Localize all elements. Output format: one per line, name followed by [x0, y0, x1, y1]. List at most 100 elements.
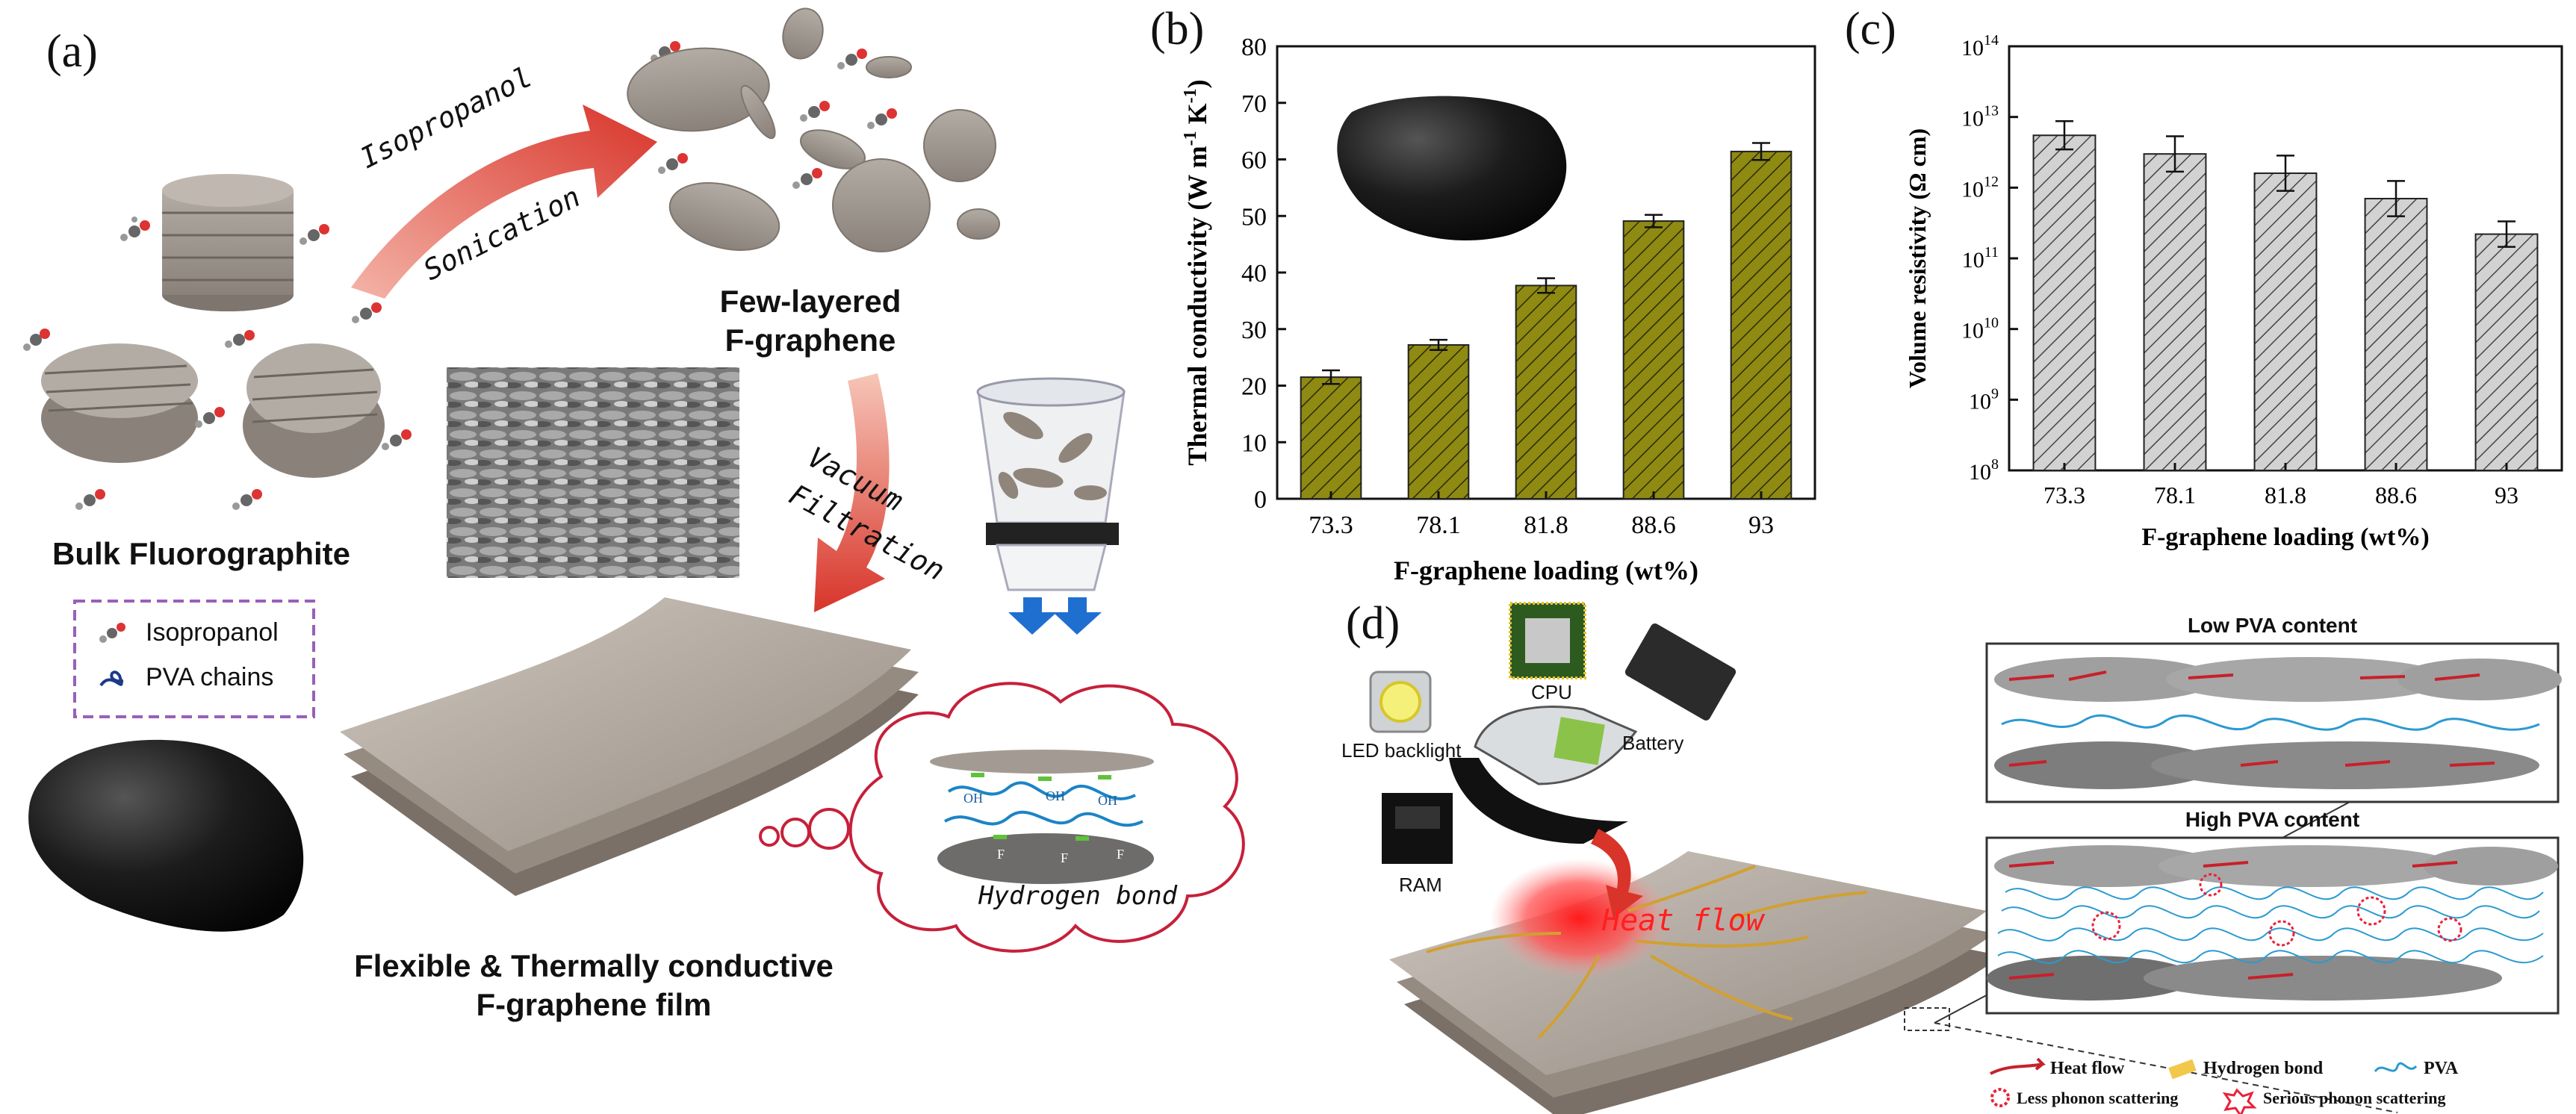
few-layered-label-2: F-graphene — [724, 323, 896, 358]
battery-label: Battery — [1622, 732, 1684, 754]
y-tick-label: 40 — [1241, 260, 1267, 287]
bulk-fluorographite-label: Bulk Fluorographite — [52, 536, 350, 571]
heat-flow-arrows — [1426, 865, 1868, 1039]
x-axis-label: F-graphene loading (wt%) — [1394, 556, 1698, 585]
bond-f-text: F — [997, 847, 1005, 862]
bar — [2364, 197, 2428, 471]
legend-pva: PVA — [2424, 1059, 2459, 1078]
legend-isopropanol: Isopropanol — [146, 618, 279, 647]
legend-less-scattering: Less phonon scattering — [2017, 1089, 2179, 1107]
bulk-fluorographite-stack-left — [41, 343, 198, 463]
y-tick-label: 70 — [1241, 90, 1267, 118]
panel-d-label: (d) — [1346, 598, 1400, 649]
x-tick-label: 81.8 — [1524, 511, 1568, 539]
y-tick-label: 1013 — [1961, 103, 1999, 131]
black-film-photo-b — [1337, 96, 1567, 241]
bulk-fluorographite-stack-right — [243, 343, 385, 478]
hydrogen-bond-label: Hydrogen bond — [978, 881, 1178, 911]
x-tick-label: 93 — [2495, 482, 2518, 508]
y-tick-label: 20 — [1241, 373, 1267, 401]
few-layered-label-1: Few-layered — [719, 284, 901, 319]
led-backlight-label: LED backlight — [1341, 739, 1462, 762]
panel-a-illustration: OH OH OH F F F — [23, 7, 1245, 953]
legend-box-a — [73, 600, 315, 718]
y-tick-label: 0 — [1254, 486, 1267, 514]
y-tick-label: 1011 — [1962, 244, 1999, 273]
y-tick-label: 50 — [1241, 203, 1267, 231]
battery-icon — [1624, 623, 1737, 721]
led-icon — [1369, 670, 1432, 733]
bond-oh-text: OH — [1046, 788, 1065, 803]
legend-hydrogen-bond: Hydrogen bond — [2203, 1059, 2324, 1078]
bar — [1730, 150, 1793, 500]
bond-oh-text: OH — [1098, 793, 1117, 808]
cpu-chip-icon — [1509, 602, 1586, 679]
y-tick-label: 30 — [1241, 317, 1267, 344]
bar — [1622, 220, 1685, 500]
low-pva-box — [1985, 642, 2562, 803]
heat-flow-label: Heat flow — [1602, 903, 1764, 938]
legend-serious-scattering: Serious phonon scattering — [2263, 1089, 2446, 1107]
y-axis-label: Thermal conductivity (W m-1 K-1) — [1181, 79, 1212, 465]
y-tick-label: 10 — [1241, 429, 1267, 457]
y-axis-label-part: K — [1182, 103, 1212, 131]
pva-legend-icon — [99, 670, 124, 687]
legend-heat-flow: Heat flow — [2050, 1059, 2125, 1078]
y-tick-label: 108 — [1969, 456, 1999, 485]
y-tick-label: 80 — [1241, 34, 1267, 61]
less-scattering-legend-icon — [1990, 1088, 2010, 1107]
f-graphene-film — [340, 597, 919, 896]
x-tick-label: 93 — [1748, 511, 1774, 539]
hydrogen-bond-legend-icon — [2168, 1059, 2197, 1080]
y-tick-label: 1012 — [1961, 173, 1999, 202]
x-tick-label: 78.1 — [2154, 482, 2196, 508]
panel-d-illustration — [1369, 602, 2398, 1114]
x-tick-label: 73.3 — [1309, 511, 1353, 539]
y-tick-label: 1010 — [1961, 315, 1999, 343]
bar — [2032, 134, 2097, 471]
vacuum-filtration-arrow — [814, 373, 890, 612]
bar — [2474, 233, 2539, 471]
ram-label: RAM — [1399, 874, 1442, 896]
panel-b-label: (b) — [1150, 4, 1205, 55]
sonication-arrow — [351, 105, 657, 299]
bond-oh-text: OH — [963, 791, 983, 806]
flexible-phone-icon — [1449, 706, 1638, 844]
bar — [2253, 172, 2318, 471]
y-axis-label: Volume resistivity (Ω cm) — [1904, 128, 1931, 388]
low-pva-title: Low PVA content — [2187, 614, 2358, 637]
x-tick-label: 78.1 — [1416, 511, 1461, 539]
black-film-photo-a — [28, 739, 304, 932]
film-label-2: F-graphene film — [476, 987, 712, 1022]
high-pva-title: High PVA content — [2185, 808, 2360, 831]
panel-a-label: (a) — [46, 26, 98, 77]
pva-content-diagrams — [1985, 642, 2562, 1114]
y-axis-label-part: ) — [1182, 79, 1212, 88]
x-tick-label: 73.3 — [2043, 482, 2085, 508]
y-tick-label: 109 — [1969, 385, 1999, 414]
film-label-1: Flexible & Thermally conductive — [354, 948, 834, 983]
y-axis-label-exp: -1 — [1181, 88, 1200, 103]
serious-scattering-legend-icon — [2222, 1088, 2257, 1114]
pva-legend-icon — [2374, 1062, 2418, 1072]
legend-pva-chains: PVA chains — [146, 663, 274, 691]
thought-bubble — [759, 682, 1245, 953]
bar — [1300, 376, 1362, 500]
y-axis-label-part: Thermal conductivity (W m — [1182, 146, 1212, 465]
filter-cup — [976, 377, 1126, 635]
isopropanol-legend-icon — [99, 623, 125, 643]
y-tick-label: 1014 — [1961, 32, 1999, 60]
cpu-label: CPU — [1531, 681, 1572, 703]
heat-flow-legend-icon — [1990, 1057, 2046, 1075]
bar — [1407, 343, 1470, 500]
x-axis-label: F-graphene loading (wt%) — [2141, 523, 2429, 551]
bond-f-text: F — [1061, 850, 1068, 865]
bar — [1515, 284, 1577, 500]
bond-f-text: F — [1117, 847, 1124, 862]
x-tick-label: 81.8 — [2265, 482, 2306, 508]
hydrogen-bond-illustration: OH OH OH F F F — [930, 750, 1154, 884]
